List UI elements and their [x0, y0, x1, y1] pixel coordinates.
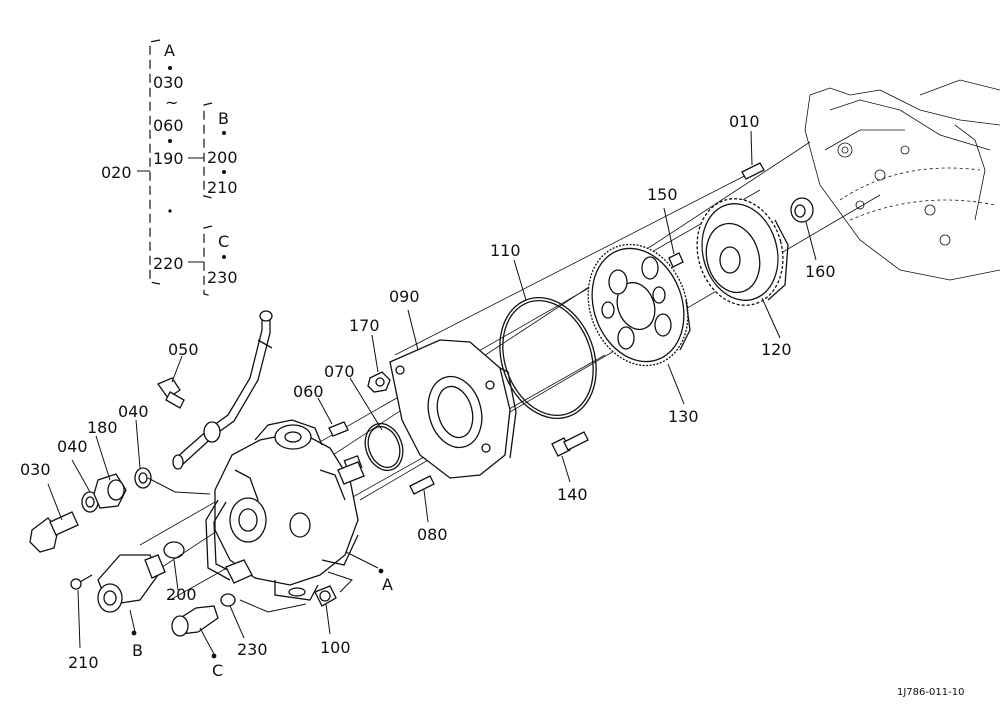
- callout-050: 050: [168, 340, 199, 359]
- solenoid-b: [97, 554, 166, 613]
- group-b-label: B: [218, 109, 229, 128]
- ref-a-dot: [378, 568, 384, 574]
- group-b-last-label: 210: [207, 178, 238, 197]
- ref-c-label: C: [212, 661, 223, 680]
- callout-070: 070: [324, 362, 355, 381]
- group-a-last-label: 190: [153, 149, 184, 168]
- callout-100: 100: [320, 638, 351, 657]
- gear-120: [696, 198, 789, 306]
- nut-100: [314, 585, 337, 607]
- stud-010: [741, 162, 765, 180]
- callout-110: 110: [490, 241, 521, 260]
- callout-230: 230: [237, 640, 268, 659]
- o-ring-110: [499, 297, 597, 419]
- group-ref-label: 020: [101, 163, 132, 182]
- o-ring-200: [163, 541, 185, 559]
- group-c-last-label: 230: [207, 268, 238, 287]
- callout-080: 080: [417, 525, 448, 544]
- callout-060: 060: [293, 382, 324, 401]
- group-a-range-label: ~: [165, 93, 178, 112]
- o-ring-070: [364, 422, 404, 472]
- o-ring-230: [220, 593, 236, 607]
- group-a-mid-label: 060: [153, 116, 184, 135]
- callout-180: 180: [87, 418, 118, 437]
- washer-040b: [134, 467, 152, 489]
- callout-170: 170: [349, 316, 380, 335]
- bolt-050: [157, 377, 185, 409]
- fuel-pump-assembly: [172, 310, 365, 601]
- parts-group-bracket: 020 A 030 ~ 060 190 B 200 210 C 220 230: [101, 39, 238, 297]
- callout-040a: 040: [57, 437, 88, 456]
- callout-210: 210: [68, 653, 99, 672]
- engine-housing: [804, 79, 1000, 281]
- callout-120: 120: [761, 340, 792, 359]
- group-c-label: C: [218, 232, 229, 251]
- ref-c-dot: [211, 653, 217, 659]
- bushing-160: [790, 197, 814, 223]
- group-a-first-label: 030: [153, 73, 184, 92]
- callout-090: 090: [389, 287, 420, 306]
- stud-080: [409, 475, 435, 495]
- callout-140: 140: [557, 485, 588, 504]
- ref-a-label: A: [382, 575, 393, 594]
- leader-lines: [47, 130, 817, 655]
- hollow-bolt-030: [29, 511, 79, 553]
- nut-170: [367, 371, 391, 393]
- callout-010: 010: [729, 112, 760, 131]
- flange-plate-090: [389, 339, 517, 479]
- callout-150: 150: [647, 185, 678, 204]
- callout-030: 030: [20, 460, 51, 479]
- group-c-first-label: 220: [153, 254, 184, 273]
- group-a-label: A: [164, 41, 175, 60]
- ref-b-dot: [131, 630, 137, 636]
- callout-200: 200: [166, 585, 197, 604]
- gear-130: [587, 243, 691, 367]
- bolt-140: [551, 431, 589, 457]
- sensor-c: [171, 605, 219, 637]
- key-060: [328, 421, 349, 437]
- callout-040b: 040: [118, 402, 149, 421]
- callout-130: 130: [668, 407, 699, 426]
- pin-150: [668, 252, 684, 268]
- nut-180: [93, 473, 127, 509]
- bolt-210: [70, 574, 93, 590]
- figure-code: 1J786-011-10: [897, 687, 964, 698]
- group-b-first-label: 200: [207, 148, 238, 167]
- callout-labels: 010 030 040 040 050 060 070 080 090 100 …: [20, 112, 836, 680]
- ref-b-label: B: [132, 641, 143, 660]
- callout-160: 160: [805, 262, 836, 281]
